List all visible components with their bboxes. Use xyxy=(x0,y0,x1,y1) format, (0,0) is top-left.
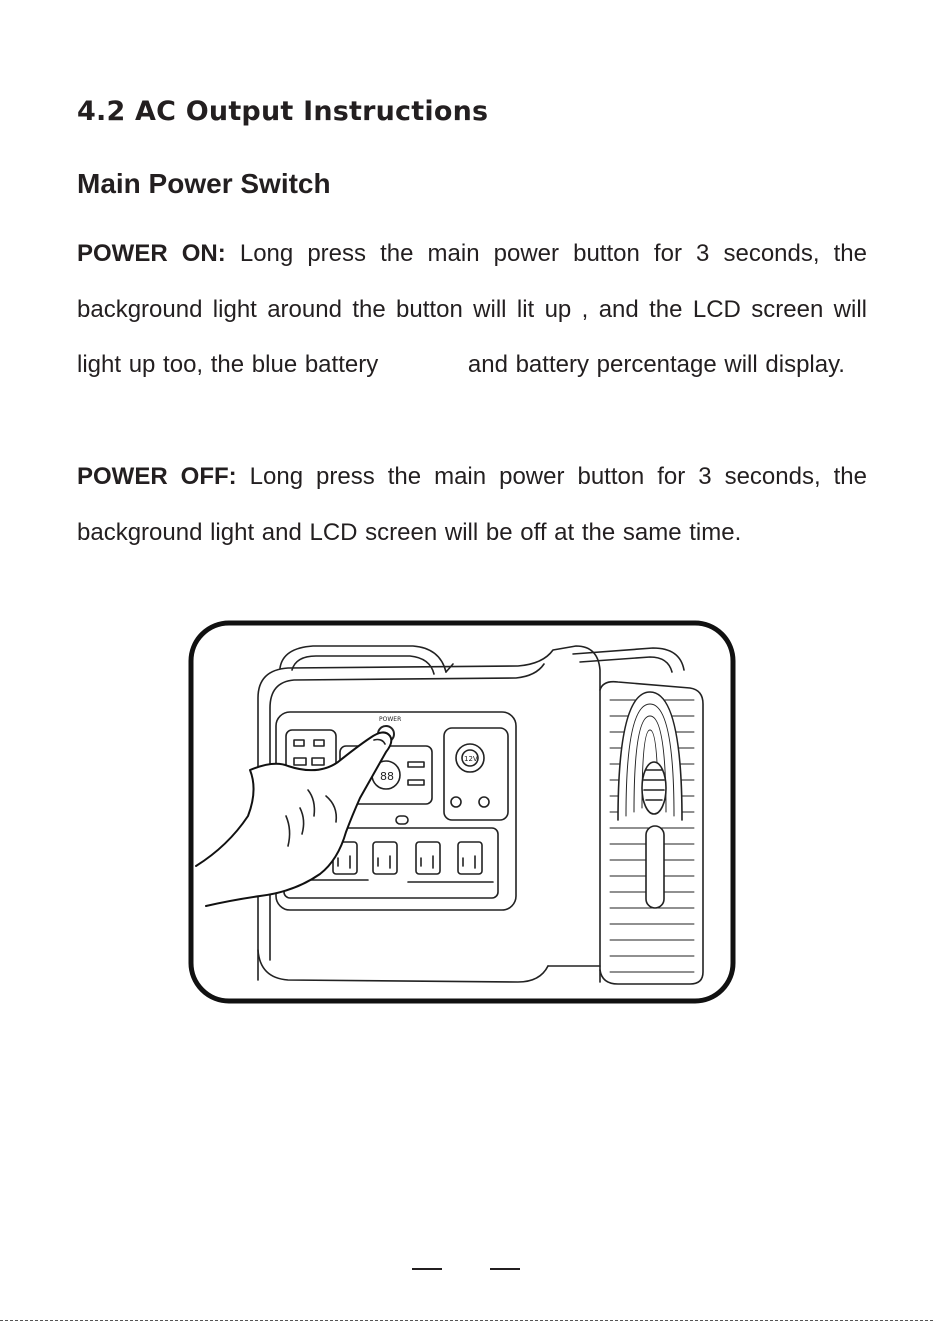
power-station-illustration: 88 POWER 12V xyxy=(188,620,736,1004)
page-number-rule-right xyxy=(490,1268,520,1270)
subheading-main-power-switch: Main Power Switch xyxy=(77,168,331,199)
power-on-label: POWER ON: xyxy=(77,240,226,267)
power-off-text-2: seconds, the background light and LCD sc… xyxy=(77,463,867,546)
power-on-paragraph: POWER ON: Long press the main power butt… xyxy=(77,226,867,393)
svg-text:88: 88 xyxy=(380,770,394,783)
power-station-drawing: 88 POWER 12V xyxy=(188,620,736,1004)
page-number-rule-left xyxy=(412,1268,442,1270)
power-off-label: POWER OFF: xyxy=(77,463,237,490)
section-heading: 4.2 AC Output Instructions xyxy=(77,96,489,127)
power-off-paragraph: POWER OFF: Long press the main power but… xyxy=(77,449,867,560)
car-outlet-label: 12V xyxy=(464,755,478,763)
power-button-label: POWER xyxy=(379,716,401,723)
cut-line xyxy=(0,1320,933,1321)
power-on-text-3: and battery percentage will display. xyxy=(467,351,845,378)
power-on-text-1: Long press the main power button for xyxy=(239,240,682,267)
power-on-seconds: 3 xyxy=(696,240,710,267)
power-on-text-2: seconds, the background light around the… xyxy=(77,240,867,378)
power-off-text-1: Long press the main power button for xyxy=(249,463,686,490)
power-off-seconds: 3 xyxy=(698,463,712,490)
